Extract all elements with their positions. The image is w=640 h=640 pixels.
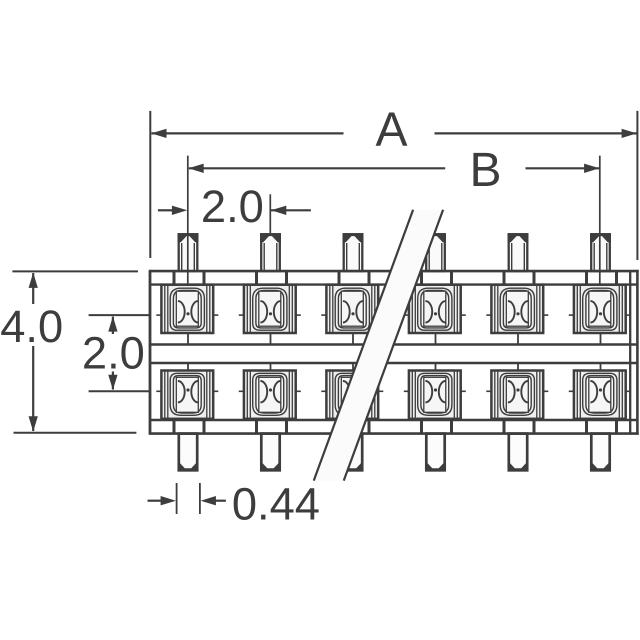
- svg-text:A: A: [375, 103, 407, 156]
- svg-text:4.0: 4.0: [0, 301, 63, 352]
- svg-text:0.44: 0.44: [232, 479, 320, 530]
- svg-text:B: B: [469, 144, 501, 197]
- svg-text:2.0: 2.0: [201, 181, 264, 232]
- svg-text:2.0: 2.0: [82, 328, 145, 379]
